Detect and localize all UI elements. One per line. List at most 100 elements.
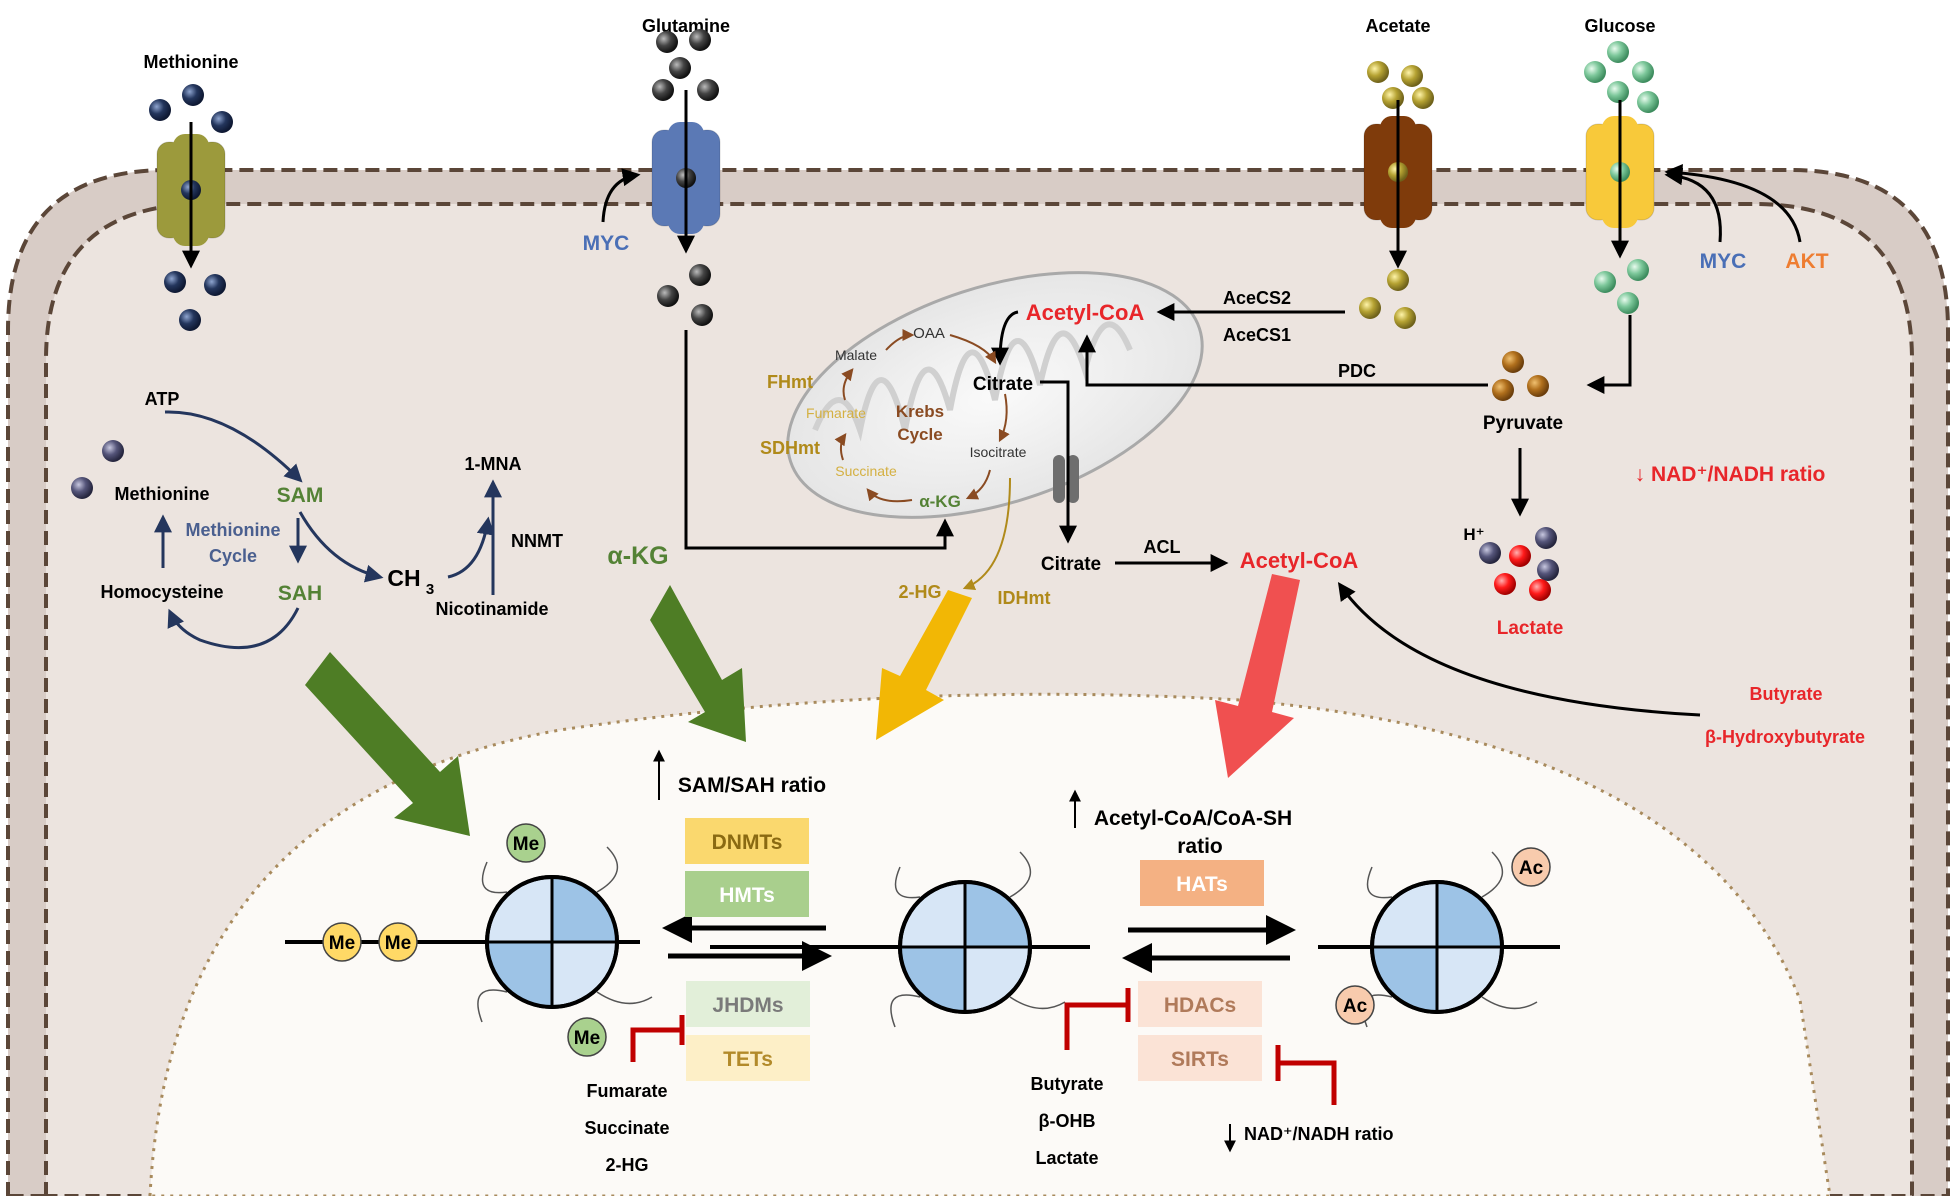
myc-glutamine-arrow (601, 168, 641, 223)
me-mark-top-label: Me (513, 834, 539, 855)
molecule (1584, 61, 1606, 83)
molecule (669, 57, 691, 79)
tets-box: TETs (686, 1035, 810, 1081)
molecule (1535, 527, 1557, 549)
oaa-label: OAA (913, 325, 945, 342)
acetylcoa-to-nucleus-arrow (1215, 574, 1300, 778)
ch3-sub-label: 3 (426, 581, 434, 598)
sam-to-nucleus-arrow (305, 652, 470, 836)
molecule (1394, 307, 1416, 329)
krebs-line2: Cycle (897, 425, 942, 444)
glucose-transporter (1585, 116, 1655, 228)
fumarate-label: Fumarate (806, 405, 866, 421)
ac-mark-bottom-label: Ac (1343, 996, 1368, 1017)
fhmt-label: FHmt (767, 372, 813, 392)
sirts-label: SIRTs (1171, 1048, 1229, 1071)
hats-label: HATs (1176, 873, 1228, 896)
me-mark-bottom-label: Me (574, 1028, 600, 1049)
akg-to-nucleus-arrow (650, 585, 746, 742)
hmts-label: HMTs (719, 884, 775, 907)
homocysteine-label: Homocysteine (100, 582, 223, 602)
nucleosome-methylated (477, 846, 653, 1023)
malate-label: Malate (835, 347, 877, 363)
inhibitor-right-2: Lactate (1035, 1148, 1098, 1168)
butyrate-to-acetylcoa-arrow (1337, 582, 1701, 717)
acl-label: ACL (1144, 537, 1181, 557)
citrate-transporter (1053, 455, 1079, 503)
glucose-to-pyruvate-arrow (1586, 315, 1632, 394)
h-plus-label: H⁺ (1463, 525, 1484, 544)
molecule (656, 31, 678, 53)
inhibitor-right-1: β-OHB (1039, 1111, 1096, 1131)
pyruvate-label: Pyruvate (1483, 413, 1563, 434)
jhdms-box: JHDMs (686, 981, 810, 1027)
ac-mark-top-label: Ac (1519, 858, 1544, 879)
jhdms-label: JHDMs (712, 994, 783, 1017)
nucleosome-unmodified (890, 851, 1066, 1028)
molecule (1401, 65, 1423, 87)
isocitrate-label: Isocitrate (970, 444, 1027, 460)
succinate-label: Succinate (835, 463, 897, 479)
molecule (1494, 573, 1516, 595)
me-mark-left-1 (322, 922, 362, 962)
sam-to-ch3-arrow (298, 511, 384, 583)
glucose-label: Glucose (1584, 16, 1655, 36)
molecule (1617, 292, 1639, 314)
akt-glucose-arrow (1664, 163, 1802, 243)
pdc-label: PDC (1338, 361, 1376, 381)
inhibitor-left-2: 2-HG (605, 1155, 648, 1175)
me-mark-left-1-label: Me (329, 933, 355, 954)
inhibitor-left-0: Fumarate (586, 1081, 667, 1101)
molecule (657, 285, 679, 307)
molecule (1492, 379, 1514, 401)
sah-to-homocysteine-arrow (167, 607, 300, 650)
idhmt-label: IDHmt (998, 588, 1051, 608)
molecule (1412, 87, 1434, 109)
molecule (204, 274, 226, 296)
molecule (1632, 61, 1654, 83)
hmts-box: HMTs (685, 871, 809, 917)
acetate-label: Acetate (1365, 16, 1430, 36)
molecule (102, 440, 124, 462)
sam-label: SAM (277, 484, 324, 507)
inhibitor-right-0: Butyrate (1030, 1074, 1103, 1094)
molecule (1367, 61, 1389, 83)
mna-label: 1-MNA (465, 454, 522, 474)
sirts-box: SIRTs (1138, 1035, 1262, 1081)
ch3-to-mna-arrow (447, 516, 495, 579)
hdacs-box: HDACs (1138, 981, 1262, 1027)
molecule (211, 111, 233, 133)
glutamine-to-akg-arrow (684, 330, 954, 550)
acecs1-label: AceCS1 (1223, 325, 1291, 345)
pdc-arrow (1078, 334, 1488, 387)
molecule (1637, 91, 1659, 113)
acetyl-ratio-line1: Acetyl-CoA/CoA-SH (1094, 807, 1292, 830)
ac-mark-bottom (1335, 985, 1375, 1025)
butyrate-label: Butyrate (1749, 684, 1822, 704)
nad-ratio-nucleus: NAD⁺/NADH ratio (1244, 1124, 1394, 1144)
me-mark-top (506, 823, 546, 863)
dnmts-label: DNMTs (712, 831, 783, 854)
molecule (179, 309, 201, 331)
me-mark-left-2-label: Me (385, 933, 411, 954)
sam-sah-ratio-label: SAM/SAH ratio (678, 774, 826, 797)
acetyl-ratio-line2: ratio (1177, 835, 1223, 858)
ac-mark-top (1511, 847, 1551, 887)
molecule (1607, 41, 1629, 63)
molecule (1387, 269, 1409, 291)
ch3-label: CH (387, 565, 420, 591)
nucleosome-acetylated (1362, 851, 1538, 1028)
atp-to-sam-arrow (164, 410, 303, 483)
akt-label: AKT (1785, 250, 1828, 273)
molecule (689, 29, 711, 51)
hats-box: HATs (1140, 860, 1264, 906)
molecule (1529, 579, 1551, 601)
dnmts-box: DNMTs (685, 818, 809, 864)
methionine-transporter (156, 134, 226, 246)
myc-label-glutamine: MYC (583, 232, 630, 255)
me-mark-left-2 (378, 922, 418, 962)
molecule (182, 84, 204, 106)
molecule (1382, 87, 1404, 109)
2hg-to-nucleus-arrow (876, 590, 972, 740)
